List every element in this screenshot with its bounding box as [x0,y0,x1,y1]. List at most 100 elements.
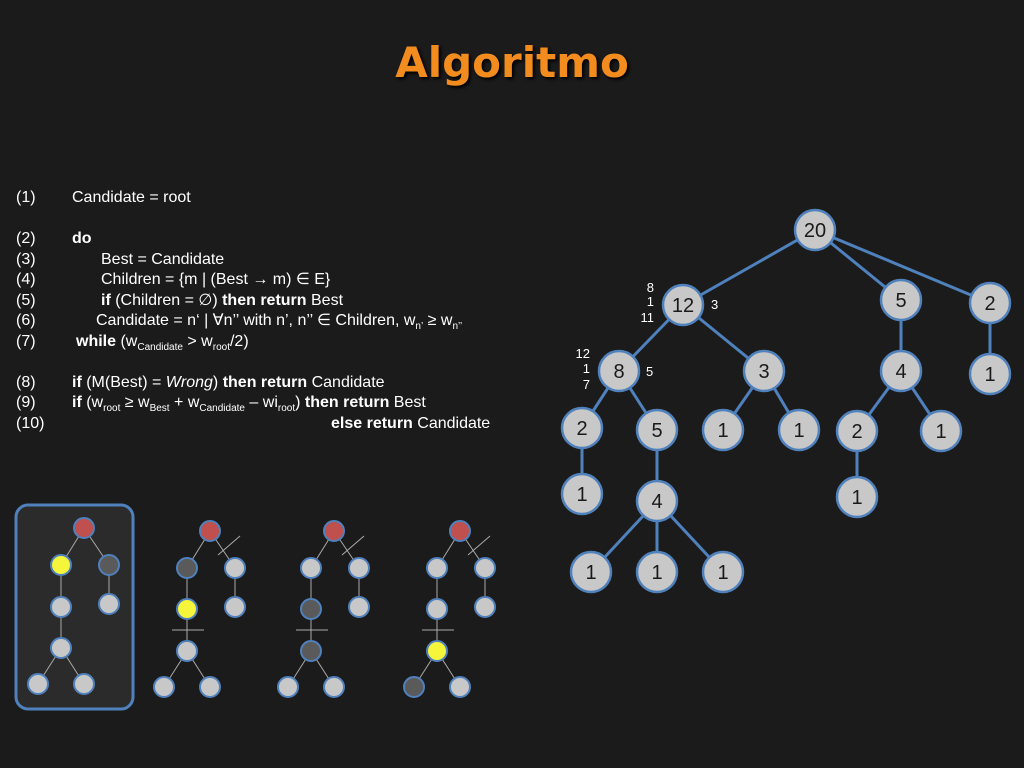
tree-node [701,550,745,594]
tree-node [560,472,604,516]
line-number: (6) [16,312,36,329]
mini-node [199,676,221,698]
node-label: 5 [895,290,906,312]
tree-node [560,406,604,450]
node-label: 4 [895,361,906,383]
mini-node [277,676,299,698]
weight-label: 5 [646,364,653,379]
weight-label: 8 [647,280,654,295]
code-text: if (Children = ∅) then return Best [101,291,344,309]
mini-node [153,676,175,698]
tree-node [968,281,1012,325]
tree-node-root [793,208,837,252]
node-label: 1 [984,364,995,386]
code-text: if (M(Best) = Wrong) then return Candida… [72,373,385,391]
code-text: Children = {m | (Best → m) ∈ E} [101,271,331,288]
mini-tree-4 [403,520,496,698]
line-number: (3) [16,250,36,268]
line-number: (9) [16,394,36,411]
code-text: Best = Candidate [101,250,225,268]
weight-label: 11 [641,310,655,325]
tree-node [879,349,923,393]
code-text: while (wCandidate > wroot/2) [76,332,249,353]
mini-node [50,596,72,618]
node-label: 1 [717,562,728,584]
node-label: 1 [935,421,946,443]
mini-node [50,637,72,659]
tree-node [919,409,963,453]
keyword-do: do [72,230,92,247]
code-text: Candidate = root [72,189,191,206]
line-number: (1) [16,189,36,206]
node-label: 2 [851,421,862,443]
slide-title: Algoritmo [395,38,629,87]
mini-node [27,673,49,695]
mini-node [224,596,246,618]
node-label: 1 [585,562,596,584]
tree-node [777,408,821,452]
tree-node [635,479,679,523]
node-label: 20 [804,220,826,242]
mini-node [199,520,221,542]
node-label: 8 [613,361,624,383]
tree-node [635,408,679,452]
weight-label: 1 [583,361,590,376]
mini-node [403,676,425,698]
mini-node [348,596,370,618]
mini-node [300,598,322,620]
line-number: (7) [16,332,36,350]
mini-node [449,520,471,542]
code-text: else return Candidate [331,414,491,432]
tree-node [597,349,641,393]
mini-tree-3 [277,520,370,698]
weight-label: 3 [711,297,718,312]
mini-node [50,554,72,576]
mini-node [300,640,322,662]
code-text: Candidate = n‘ | ∀n’’ with n’, n’’ ∈ Chi… [96,312,463,333]
node-label: 1 [717,420,728,442]
node-label: 3 [758,361,769,383]
mini-node [474,596,496,618]
mini-node [426,640,448,662]
weight-label: 1 [647,294,654,309]
node-label: 1 [576,484,587,506]
line-number: (10) [16,414,45,432]
line-number: (2) [16,230,36,247]
tree-node [742,349,786,393]
mini-node [426,598,448,620]
mini-node [98,554,120,576]
mini-node [323,676,345,698]
tree-node [968,352,1012,396]
tree-node [835,409,879,453]
tree-node [835,475,879,519]
code-text: if (wroot ≥ wBest + wCandidate – wiroot)… [72,394,426,415]
line-number: (5) [16,291,36,309]
tree-node [635,550,679,594]
mini-node [176,598,198,620]
mini-node [73,517,95,539]
mini-tree-2 [153,520,246,698]
mini-node [348,557,370,579]
node-label: 5 [651,420,662,442]
mini-node [224,557,246,579]
node-label: 1 [651,562,662,584]
node-label: 12 [672,295,694,317]
line-number: (8) [16,373,36,391]
mini-node [300,557,322,579]
node-label: 4 [651,491,662,513]
tree-node [569,550,613,594]
mini-node [449,676,471,698]
line-number: (4) [16,271,36,288]
mini-node [474,557,496,579]
node-label: 1 [851,487,862,509]
mini-node [73,673,95,695]
mini-node [323,520,345,542]
node-label: 2 [576,418,587,440]
mini-node [176,640,198,662]
weight-label: 12 [576,346,590,361]
mini-node [176,557,198,579]
node-label: 2 [984,293,995,315]
mini-node [98,593,120,615]
tree-node [879,278,923,322]
